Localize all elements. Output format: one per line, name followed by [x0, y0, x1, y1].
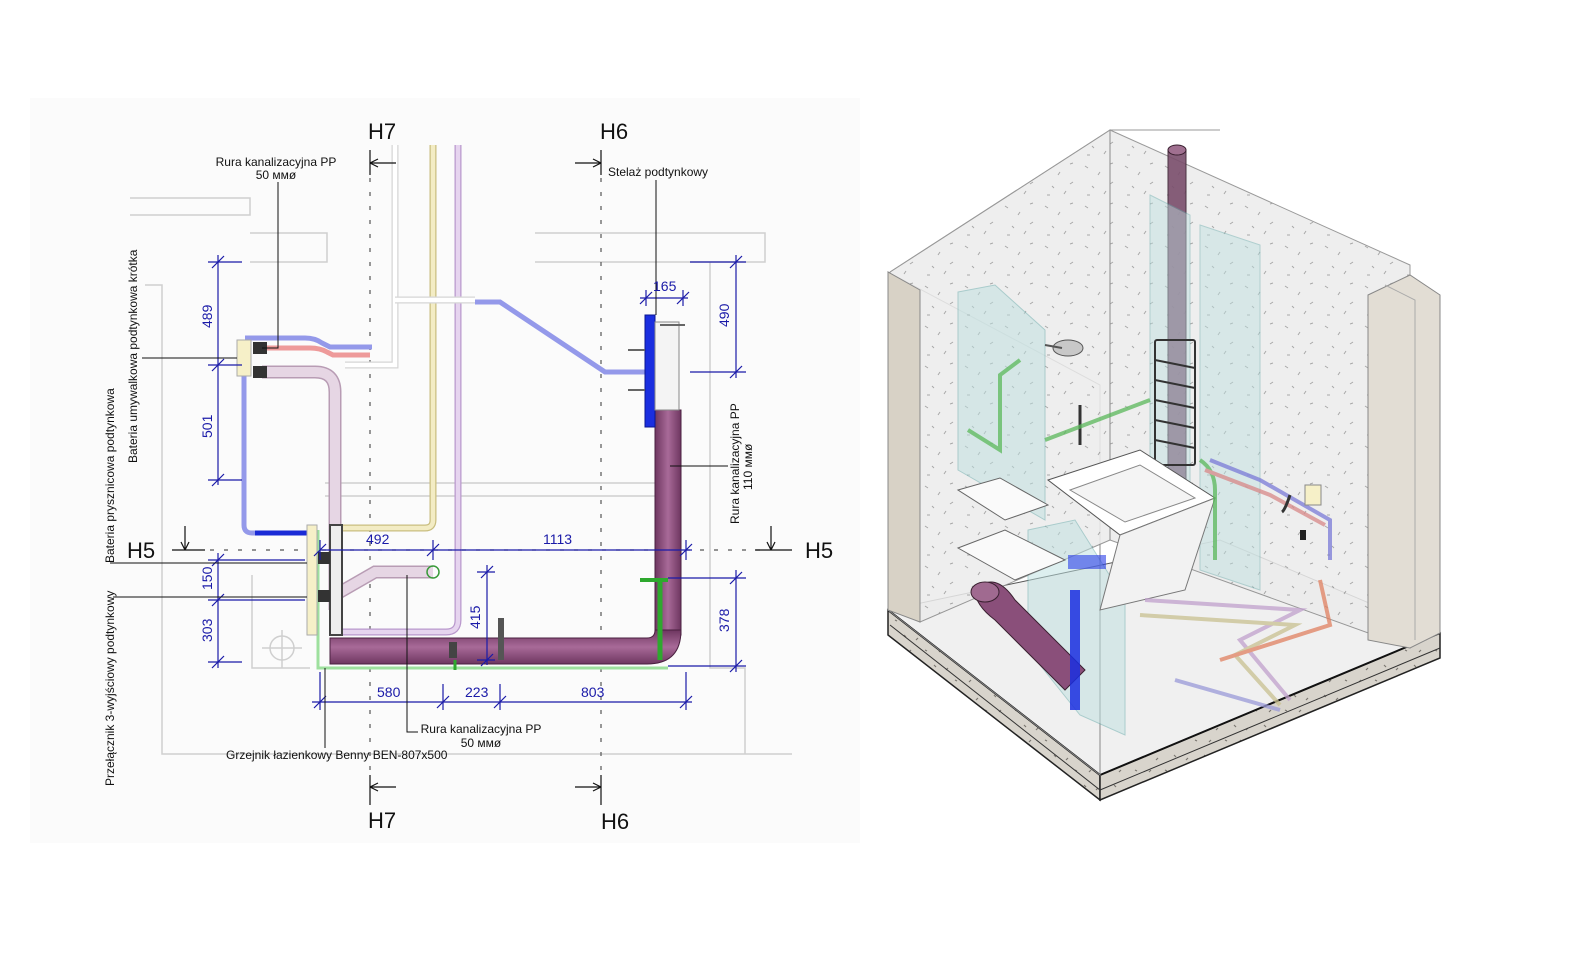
section-h6-bottom: H6 [601, 809, 629, 834]
label-basin-mixer: Bateria umywalkowa podtynkowa krótka [126, 249, 140, 463]
label-shower-mixer: Bateria prysznicowa podtynkowa [103, 388, 117, 563]
isometric-view [886, 129, 1442, 802]
label-pipe110-line2: 110 ммø [741, 443, 755, 490]
dim-165: 165 [653, 278, 677, 294]
dim-803: 803 [581, 684, 605, 700]
drain-110 [329, 409, 682, 665]
dim-223: 223 [465, 684, 489, 700]
label-pipe110-line1: Rura kanalizacyjna PP [728, 403, 742, 524]
dim-489: 489 [199, 304, 215, 328]
section-h7-top: H7 [368, 119, 396, 144]
section-h5-right: H5 [805, 538, 833, 563]
dim-492: 492 [366, 531, 390, 547]
diverter-body [306, 524, 343, 636]
dim-580: 580 [377, 684, 401, 700]
dim-1113: 1113 [543, 531, 572, 547]
dim-501: 501 [199, 414, 215, 438]
lilac-pipe [330, 145, 462, 636]
section-h6-top: H6 [600, 119, 628, 144]
label-frame: Stelaż podtynkowy [608, 165, 708, 179]
yellow-pipe [330, 145, 437, 532]
green-pipe [316, 530, 668, 670]
section-h7-bottom: H7 [368, 808, 396, 833]
label-pipe50-bottom-line2: 50 ммø [461, 736, 502, 750]
basin-mixer-body [236, 339, 267, 378]
dim-303: 303 [199, 618, 215, 642]
hot-water-pipe [265, 345, 370, 358]
dim-415: 415 [467, 605, 483, 629]
dim-378: 378 [716, 608, 732, 632]
label-pipe50-top-line2: 50 ммø [256, 168, 297, 182]
dim-490: 490 [716, 303, 732, 327]
label-pipe50-bottom-line1: Rura kanalizacyjna PP [421, 722, 542, 736]
label-diverter: Przełącznik 3-wyjściowy podtynkowy [103, 591, 117, 786]
label-radiator: Grzejnik łazienkowy Benny BEN-807x500 [226, 748, 448, 762]
dim-150: 150 [199, 566, 215, 590]
cold-water-pipe [241, 299, 645, 536]
plan-view: H7 H6 H5 H5 H7 H6 Rura kanalizacyjna PP … [30, 98, 860, 843]
section-h5-left: H5 [127, 538, 155, 563]
label-pipe50-top-line1: Rura kanalizacyjna PP [216, 155, 337, 169]
wc-frame [628, 314, 685, 428]
